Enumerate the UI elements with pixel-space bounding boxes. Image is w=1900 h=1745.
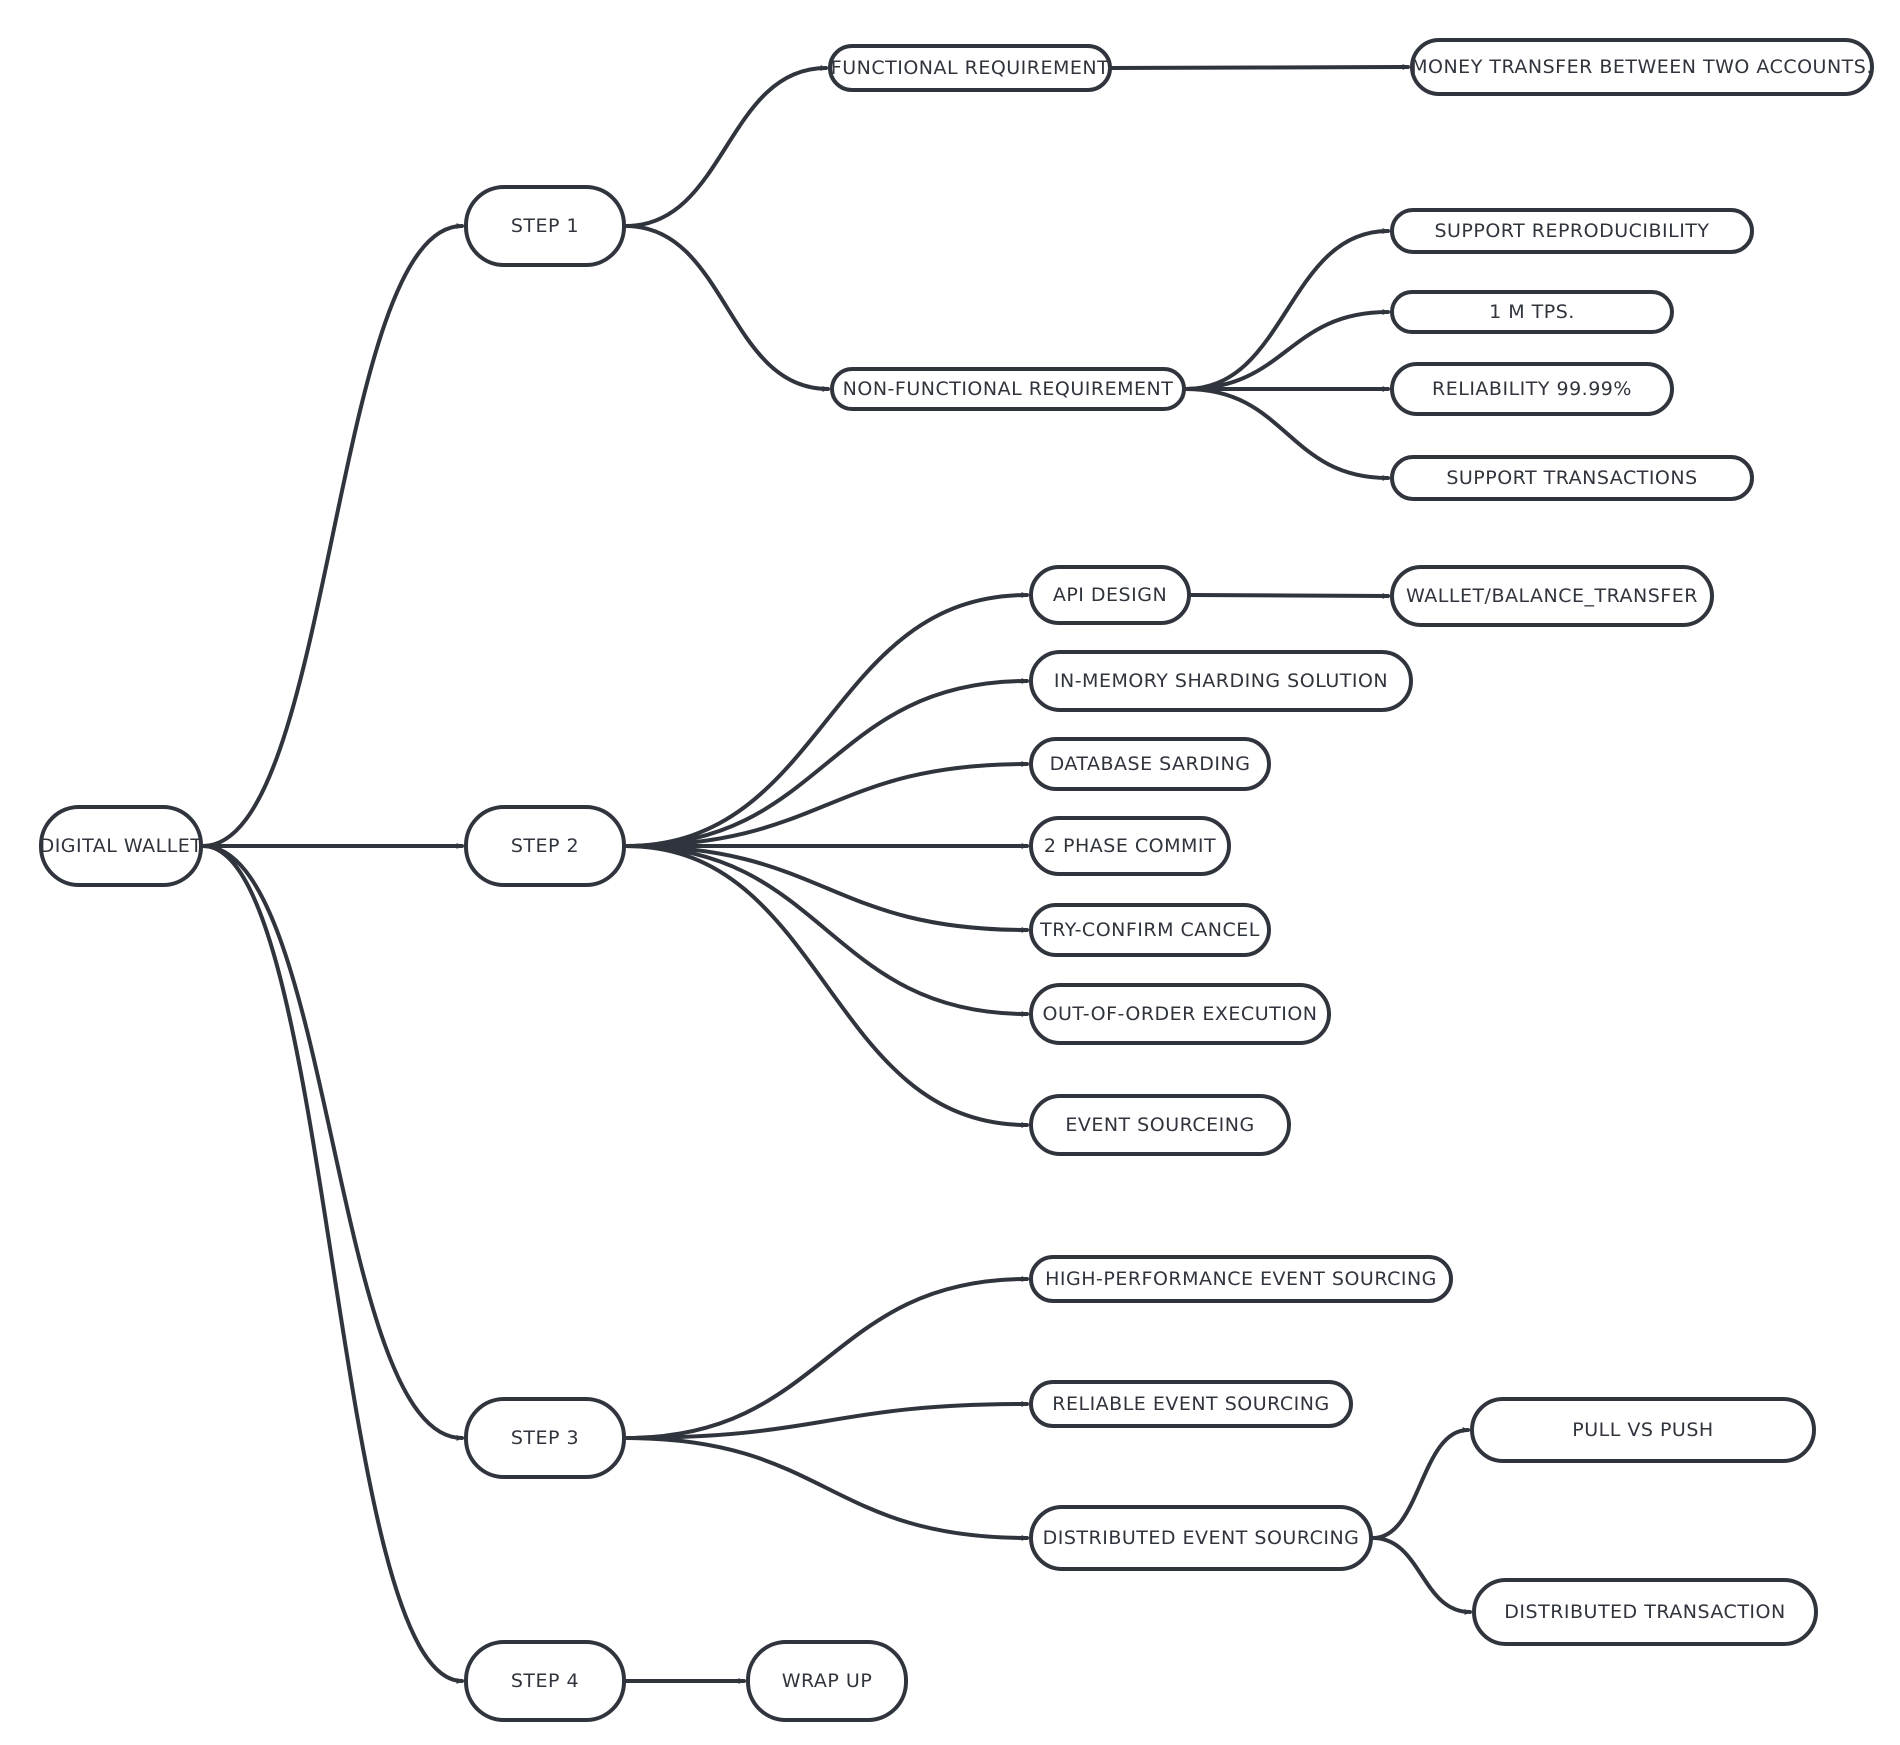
node-reliable-event-sourcing[interactable]: RELIABLE EVENT SOURCING [1029, 1380, 1353, 1428]
node-distributed-transaction[interactable]: DISTRIBUTED TRANSACTION [1472, 1578, 1818, 1646]
node-2-phase-commit[interactable]: 2 PHASE COMMIT [1029, 816, 1231, 876]
node-wrap-up[interactable]: WRAP UP [746, 1640, 908, 1722]
node-non-functional-requirement[interactable]: NON-FUNCTIONAL REQUIREMENT [830, 367, 1186, 411]
node-try-confirm-cancel[interactable]: TRY-CONFIRM CANCEL [1029, 903, 1271, 957]
node-pull-vs-push[interactable]: PULL VS PUSH [1470, 1397, 1816, 1463]
connector-distributed-to-disttx [1371, 1536, 1472, 1615]
node-money-transfer[interactable]: MONEY TRANSFER BETWEEN TWO ACCOUNTS. [1410, 38, 1874, 96]
connector-functional-to-money [1110, 64, 1410, 71]
connector-step2-to-event [624, 844, 1029, 1128]
node-reliability[interactable]: RELIABILITY 99.99% [1390, 362, 1674, 416]
connector-step1-to-nonfunctional [624, 224, 830, 392]
connector-step2-to-inmemory [624, 678, 1029, 848]
connector-step3-to-highperf [624, 1276, 1029, 1440]
connector-step3-to-distributed [624, 1436, 1029, 1541]
node-in-memory-sharding[interactable]: IN-MEMORY SHARDING SOLUTION [1029, 650, 1413, 712]
connector-step2-to-tcc [624, 844, 1029, 933]
connector-step2-to-database [624, 761, 1029, 848]
node-step-4[interactable]: STEP 4 [464, 1640, 626, 1722]
connector-api-to-wallet [1189, 592, 1390, 599]
node-1m-tps[interactable]: 1 M TPS. [1390, 290, 1674, 334]
node-distributed-event-sourcing[interactable]: DISTRIBUTED EVENT SOURCING [1029, 1505, 1373, 1571]
node-support-reproducibility[interactable]: SUPPORT REPRODUCIBILITY [1390, 208, 1754, 254]
connector-root-to-step3 [201, 844, 464, 1441]
connector-step2-to-ooo [624, 844, 1029, 1017]
connector-nonfunctional-to-transactions [1184, 387, 1390, 481]
node-high-performance-event-sourcing[interactable]: HIGH-PERFORMANCE EVENT SOURCING [1029, 1255, 1453, 1303]
node-database-sarding[interactable]: DATABASE SARDING [1029, 737, 1271, 791]
connector-root-to-step1 [201, 223, 464, 848]
connector-step2-to-api [624, 592, 1029, 848]
node-api-design[interactable]: API DESIGN [1029, 565, 1191, 625]
connector-step3-to-reliable [624, 1401, 1029, 1440]
connector-root-to-step4 [201, 844, 464, 1684]
node-step-2[interactable]: STEP 2 [464, 805, 626, 887]
node-step-3[interactable]: STEP 3 [464, 1397, 626, 1479]
connector-nonfunctional-to-reproducibility [1184, 228, 1390, 391]
connector-distributed-to-pullpush [1371, 1427, 1470, 1540]
node-functional-requirement[interactable]: FUNCTIONAL REQUIREMENT [828, 44, 1112, 92]
connector-nonfunctional-to-tps [1184, 309, 1390, 391]
node-wallet-balance-transfer[interactable]: WALLET/BALANCE_TRANSFER [1390, 565, 1714, 627]
node-event-sourceing[interactable]: EVENT SOURCEING [1029, 1094, 1291, 1156]
node-support-transactions[interactable]: SUPPORT TRANSACTIONS [1390, 455, 1754, 501]
node-root[interactable]: DIGITAL WALLET [39, 805, 203, 887]
node-out-of-order-execution[interactable]: OUT-OF-ORDER EXECUTION [1029, 983, 1331, 1045]
connector-step1-to-functional [624, 65, 828, 228]
node-step-1[interactable]: STEP 1 [464, 185, 626, 267]
